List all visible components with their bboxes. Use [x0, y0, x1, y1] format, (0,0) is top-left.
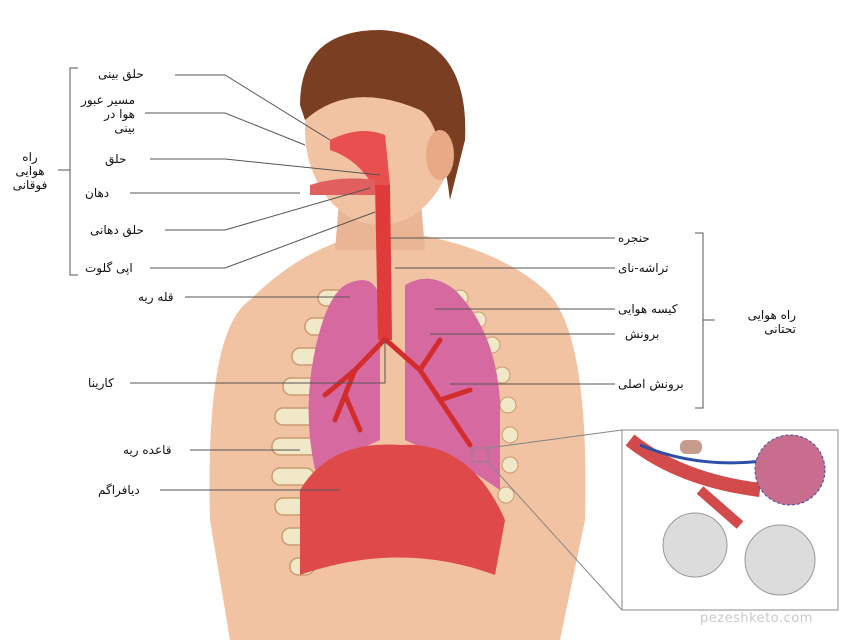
label-mouth: دهان	[85, 186, 110, 200]
label-bronchus: برونش	[625, 327, 660, 341]
label-diaphragm: دیافراگم	[98, 483, 140, 497]
label-carina: کارینا	[88, 376, 114, 390]
label-epiglottis: اپی گلوت	[85, 261, 133, 275]
bronchi	[322, 337, 473, 448]
inset-bronchiole-and-alveoli	[625, 434, 826, 596]
leader-lines	[58, 67, 715, 491]
label-oropharynx: حلق دهانی	[90, 223, 144, 237]
label-nasopharynx: حلق بینی	[98, 67, 144, 81]
label-pharynx: حلق	[105, 152, 127, 166]
label-lung-base: قاعده ریه	[123, 443, 172, 457]
inset-highlight-box	[471, 447, 489, 463]
label-nasal-passage: مسیر عبور هوا در بینی	[81, 93, 135, 135]
label-lung-apex: قله ریه	[138, 290, 174, 304]
label-lower-airway: راه هوایی تحتانی	[747, 308, 796, 336]
diaphragm	[300, 444, 505, 575]
torso	[209, 235, 586, 640]
label-alveoli: کیسه هوایی	[618, 302, 678, 316]
hair	[300, 30, 466, 200]
left-lung	[308, 280, 380, 470]
watermark: pezeshketo.com	[700, 611, 813, 626]
trachea	[375, 185, 392, 340]
label-main-bronchus: برونش اصلی	[618, 377, 684, 391]
ear	[426, 130, 454, 180]
nasal-passage	[330, 131, 390, 190]
label-upper-airway: راه هوایی فوقانی	[12, 150, 48, 192]
label-larynx: حنجره	[618, 231, 650, 245]
label-trachea: تراشه-نای	[618, 261, 669, 275]
